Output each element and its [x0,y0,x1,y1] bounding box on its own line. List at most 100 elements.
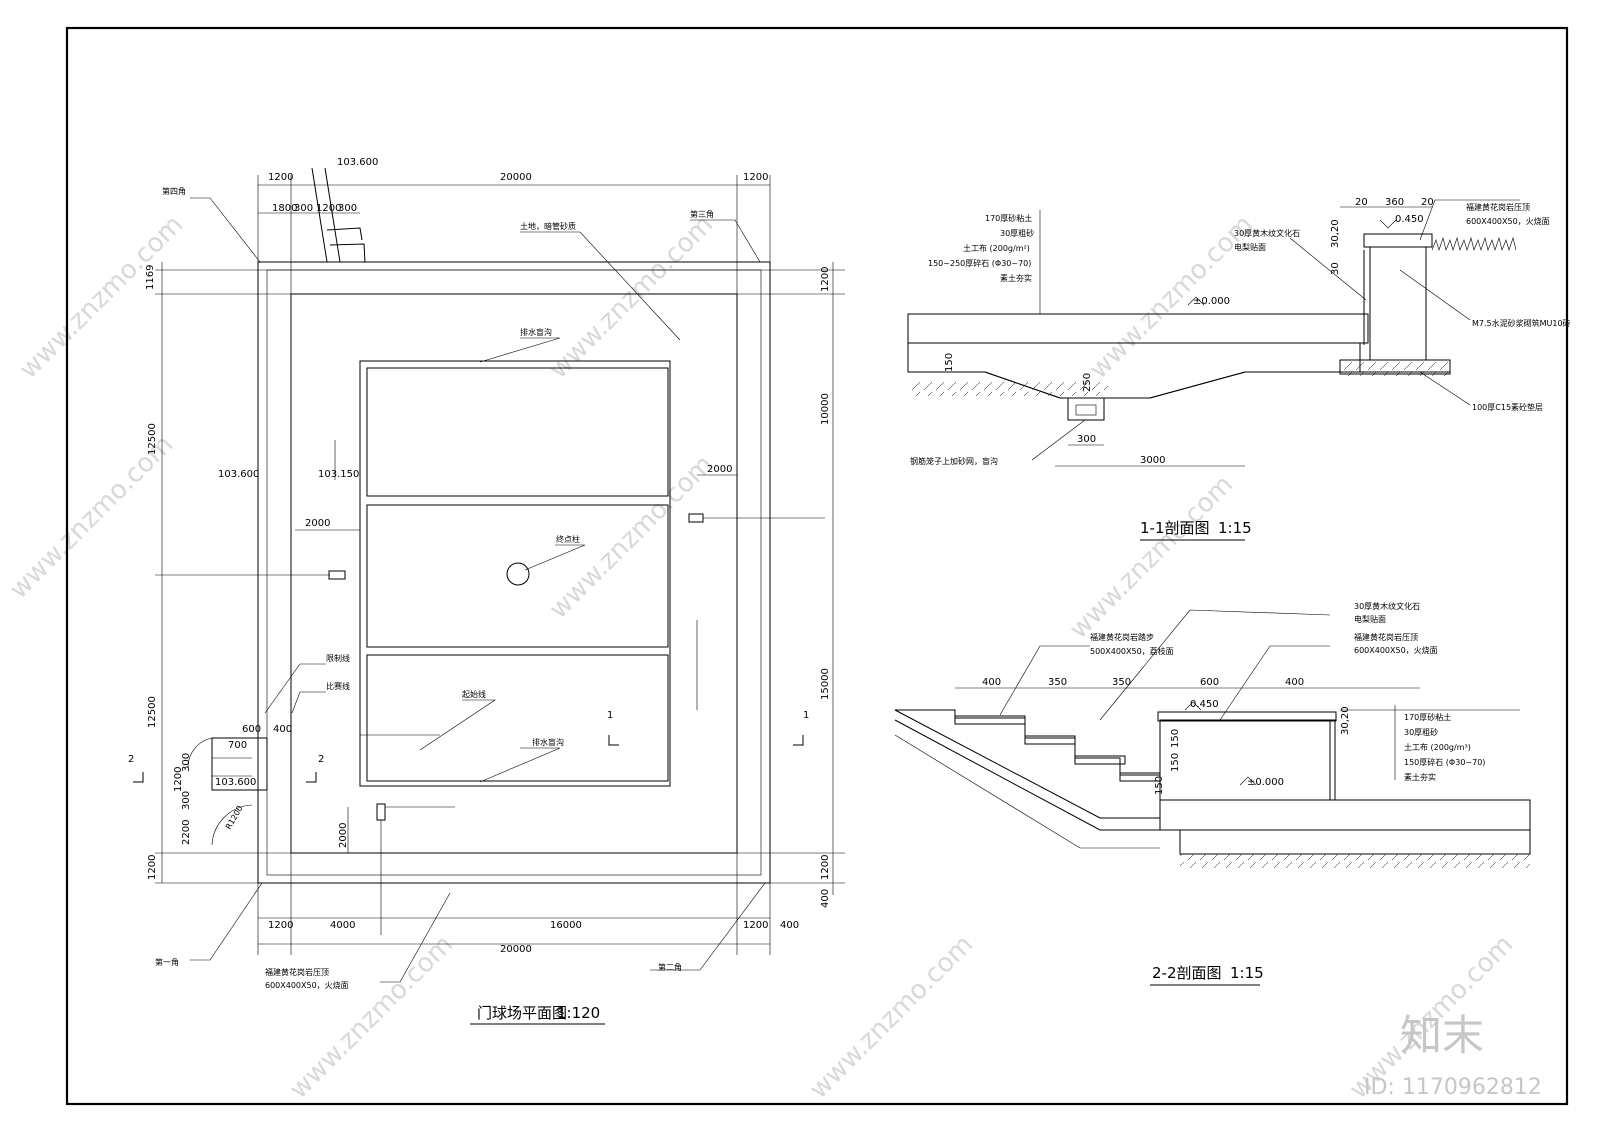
step-stone [1074,755,1126,765]
dim-label: 12500 [147,696,158,728]
leader-line [690,219,761,263]
match-line-note: 比赛线 [326,681,350,691]
dim-label: 600 [242,724,261,735]
slope-line [894,719,1160,831]
dim-label: 600 [1200,677,1219,688]
soil-hatch [908,380,1108,396]
watermark-text: www.znzmo.com [804,930,979,1105]
step-label: 500X400X50，荔枝面 [1090,646,1174,656]
coping-note: 福建黄花岗岩压顶 [265,967,329,977]
stone-label: 30厚黄木纹文化石 [1354,601,1420,611]
fabric-line [908,371,1450,399]
dim-label: 350 [1112,677,1131,688]
watermark-text: www.znzmo.com [284,930,459,1105]
level-marker [1239,776,1257,786]
layer-label: 150厚碎石 (Φ30~70) [1404,757,1485,767]
section-mark [306,772,317,783]
entry-steps [326,227,366,263]
level-label: 103.150 [318,469,359,480]
section-mark [133,772,144,783]
leader-line [479,747,561,783]
layer-label: 150~250厚碎石 (Φ30~70) [928,258,1031,268]
play-area [359,360,671,787]
leader-line [1419,199,1520,241]
dim-label: 1200 [316,203,341,214]
leader-line [291,691,326,714]
section-number: 2 [318,754,324,765]
slope-soil [894,734,1160,849]
dim-label: 150 [1170,753,1181,772]
outer-border [257,261,771,884]
zone-2 [366,504,669,648]
watermark-text: www.znzmo.com [14,210,189,385]
dim-label: 10000 [820,393,831,425]
stone-label: 电梨贴面 [1354,614,1386,624]
dim-label: 3000 [1140,455,1165,466]
coping-label: 福建黄花岗岩压顶 [1354,632,1418,642]
leader-line [419,699,496,751]
level-marker [1184,701,1202,711]
dim-label: 400 [1285,677,1304,688]
section-scale: 1:15 [1218,519,1252,537]
dim-label: 700 [228,740,247,751]
watermark-layer: www.znzmo.com www.znzmo.com www.znzmo.co… [4,210,1542,1105]
dim-label: 360 [1385,197,1404,208]
brick-wall [1369,246,1427,361]
level-label: 0.450 [1395,214,1424,225]
corner-label: 第一角 [155,957,179,967]
start-line-note: 起始线 [462,689,486,699]
dim-label: 1200 [743,920,768,931]
dim-label: 20000 [500,944,532,955]
dim-label: 150 [1170,729,1181,748]
level-label: 103.600 [337,157,378,168]
leader-line [1289,237,1367,301]
watermark-text: www.znzmo.com [1064,470,1239,645]
coping-stone [1157,711,1337,722]
image-id: ID: 1170962812 [1364,1075,1542,1100]
dim-label: 12500 [147,423,158,455]
corner-label: 第三角 [690,209,714,219]
dim-label: 1200 [268,920,293,931]
section-number: 1 [607,710,613,721]
zone-3 [366,654,669,782]
leader-line [650,882,766,971]
dim-label: 16000 [550,920,582,931]
section-title: 1-1剖面图 [1140,519,1210,537]
zone-1 [366,367,669,497]
dim-label: 400 [273,724,292,735]
dim-label: 20 [1355,197,1368,208]
section-1-1: 170厚砂粘土 30厚粗砂 土工布 (200g/m²) 150~250厚碎石 (… [907,197,1571,541]
dim-label: 1200 [147,855,158,880]
court-plan: 1200 20000 1200 1800 300 1200 300 103.60… [128,157,845,1025]
corner-label: 第二角 [658,962,682,972]
dim-label: 350 [1048,677,1067,688]
dim-label: 300 [1077,434,1096,445]
coping-note: 600X400X50，火烧面 [265,980,349,990]
drain-cage [1067,397,1105,421]
section-mark [793,735,804,746]
corner-label: 第四角 [162,186,186,196]
section-2-2: 30厚黄木纹文化石 电梨贴面 福建黄花岗岩压顶 600X400X50，火烧面 福… [894,601,1531,986]
gate-1 [328,570,346,580]
dim-label: 400 [820,889,831,908]
limit-line-note: 限制线 [326,653,350,663]
plan-scale: 1:120 [557,1004,600,1022]
section-scale: 1:15 [1230,964,1264,982]
layer-label: 素土夯实 [1000,273,1032,283]
level-label: ±0.000 [1247,777,1284,788]
level-label: 103.600 [215,777,256,788]
step-stone [954,715,1026,725]
gate-3 [376,803,386,821]
drawing-frame [65,26,1569,1106]
dim-label: 1200 [820,855,831,880]
level-marker [1187,296,1205,306]
layer-label: 土工布 (200g/m²) [963,243,1030,253]
coping-label: 600X400X50，火烧面 [1354,645,1438,655]
dim-label: 1800 [272,203,297,214]
layer-label: 170厚砂粘土 [1404,712,1451,722]
leader-line [1099,609,1331,721]
layer-label: 170厚砂粘土 [985,213,1032,223]
section-title: 2-2剖面图 [1152,964,1222,982]
sand-layer [1159,799,1531,831]
